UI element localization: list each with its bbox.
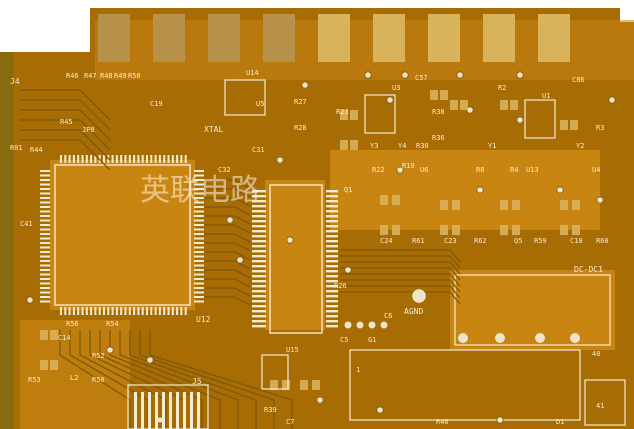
label-r59: R59 <box>534 237 547 245</box>
label-u12: U12 <box>196 315 211 324</box>
label-c10: C10 <box>570 237 583 245</box>
gold-finger <box>483 14 515 62</box>
label-r30: R30 <box>416 142 429 150</box>
gold-finger <box>373 14 405 62</box>
bottom-connector <box>127 384 209 429</box>
label-r3: R3 <box>596 124 604 132</box>
label-r56: R56 <box>66 320 79 328</box>
label-r8: R8 <box>476 166 484 174</box>
label-r52: R52 <box>92 352 105 360</box>
label-r01: R01 <box>10 144 23 152</box>
label-r61: R61 <box>412 237 425 245</box>
label-c23: C23 <box>444 237 457 245</box>
label-jp8: JP8 <box>82 126 95 134</box>
label-u13: U13 <box>526 166 539 174</box>
label-r60: R60 <box>596 237 609 245</box>
label-pin41: 41 <box>596 402 604 410</box>
gold-finger <box>538 14 570 62</box>
gold-finger <box>208 14 240 62</box>
label-r27: R27 <box>294 98 307 106</box>
label-r40: R40 <box>436 418 449 426</box>
label-r49: R49 <box>114 72 127 80</box>
label-r39: R39 <box>264 406 277 414</box>
label-y1: Y1 <box>488 142 496 150</box>
label-agnd: AGND <box>404 307 423 316</box>
label-c7: C7 <box>286 418 294 426</box>
label-c32: C32 <box>218 166 231 174</box>
label-pin40: 40 <box>592 350 600 358</box>
watermark: 英联电路 <box>140 173 260 208</box>
label-pin1: 1 <box>356 366 360 374</box>
label-c6: C6 <box>384 312 392 320</box>
corner-outline <box>584 379 626 426</box>
smd-pads <box>40 79 580 390</box>
label-j5: J5 <box>192 377 202 386</box>
label-r62: R62 <box>474 237 487 245</box>
label-u3: U3 <box>392 84 400 92</box>
label-r22: R22 <box>372 166 385 174</box>
silkscreen-text: J4 R46 R47 R48 R49 R50 C19 U14 XTAL JP8 … <box>10 69 609 426</box>
label-d1: D1 <box>556 418 564 426</box>
label-g1: G1 <box>368 336 376 344</box>
label-y4: Y4 <box>398 142 406 150</box>
vias <box>26 71 616 424</box>
copper-traces <box>20 89 461 429</box>
label-q1: Q1 <box>344 186 352 194</box>
label-r26: R26 <box>334 282 347 290</box>
label-u5: U5 <box>256 100 264 108</box>
gold-finger <box>263 14 295 62</box>
label-u15: U15 <box>286 346 299 354</box>
label-c24: C24 <box>380 237 393 245</box>
label-xtal: XTAL <box>204 125 223 134</box>
label-y2: Y2 <box>576 142 584 150</box>
label-r38: R38 <box>432 108 445 116</box>
label-r53: R53 <box>28 376 41 384</box>
label-r50b: R50 <box>92 376 105 384</box>
gold-finger <box>98 14 130 62</box>
mounting-holes <box>344 289 580 343</box>
label-r36: R36 <box>432 134 445 142</box>
label-c5: C5 <box>340 336 348 344</box>
label-y3: Y3 <box>370 142 378 150</box>
label-r54: R54 <box>106 320 119 328</box>
gold-edge-connector <box>98 14 570 62</box>
label-r23: R23 <box>336 108 349 116</box>
label-u4: U4 <box>592 166 600 174</box>
gold-finger <box>318 14 350 62</box>
label-r48: R48 <box>100 72 113 80</box>
label-l2: L2 <box>70 374 78 382</box>
label-c86: C86 <box>572 76 585 84</box>
label-c19: C19 <box>150 100 163 108</box>
gold-finger <box>153 14 185 62</box>
lower-right-outline <box>349 349 581 421</box>
label-q5: Q5 <box>514 237 522 245</box>
label-r44: R44 <box>30 146 43 154</box>
gold-finger <box>428 14 460 62</box>
label-r45: R45 <box>60 118 73 126</box>
label-r46: R46 <box>66 72 79 80</box>
label-r47: R47 <box>84 72 97 80</box>
label-r2: R2 <box>498 84 506 92</box>
label-u6: U6 <box>420 166 428 174</box>
label-u14: U14 <box>246 69 259 77</box>
label-r4: R4 <box>510 166 518 174</box>
label-r28: R28 <box>294 124 307 132</box>
label-c41: C41 <box>20 220 33 228</box>
label-c14: C14 <box>58 334 71 342</box>
label-dc-dc1: DC-DC1 <box>574 265 603 274</box>
qfp-chip-footprint <box>40 155 204 315</box>
label-c31: C31 <box>252 146 265 154</box>
center-ic-footprint <box>252 184 338 334</box>
label-u1: U1 <box>542 92 550 100</box>
label-r19: R19 <box>402 162 415 170</box>
label-j4: J4 <box>10 77 20 86</box>
label-c57: C57 <box>415 74 428 82</box>
dc-dc-module-outline <box>454 274 611 346</box>
label-r50: R50 <box>128 72 141 80</box>
copper-pour <box>20 20 634 429</box>
